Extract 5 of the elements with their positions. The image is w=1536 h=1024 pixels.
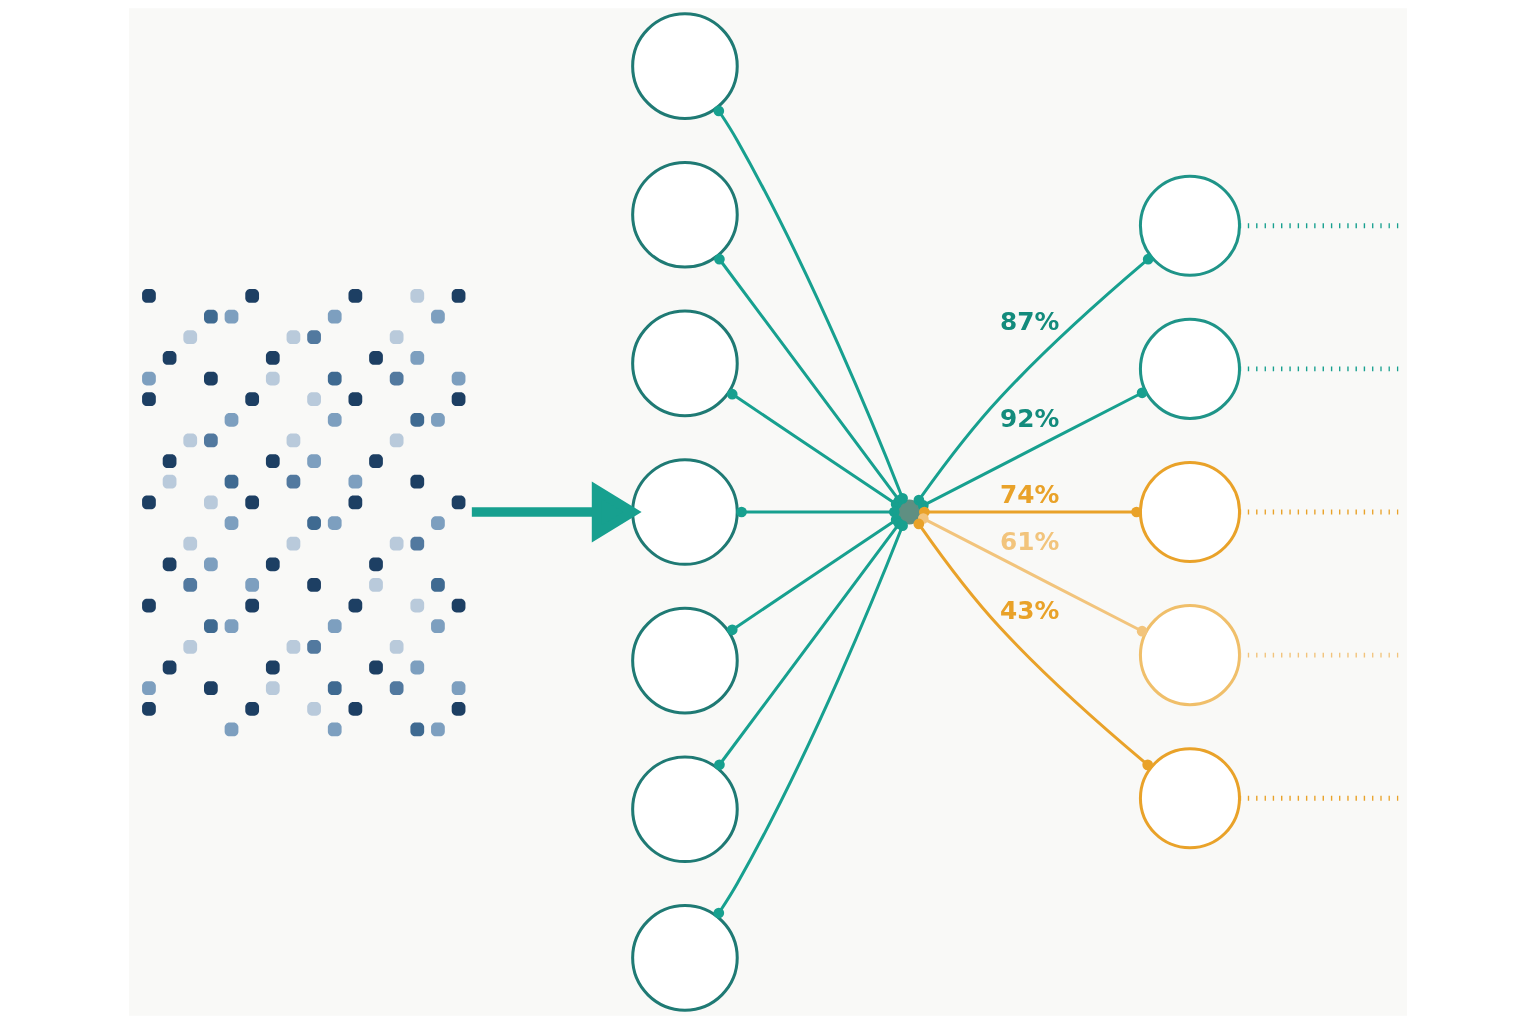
edge-label: 43% (1000, 595, 1060, 625)
edge-label: 74% (1000, 479, 1060, 509)
edge-label: 61% (1000, 526, 1060, 556)
edge-label: 87% (1000, 306, 1060, 336)
edge-label: 92% (1000, 404, 1060, 434)
